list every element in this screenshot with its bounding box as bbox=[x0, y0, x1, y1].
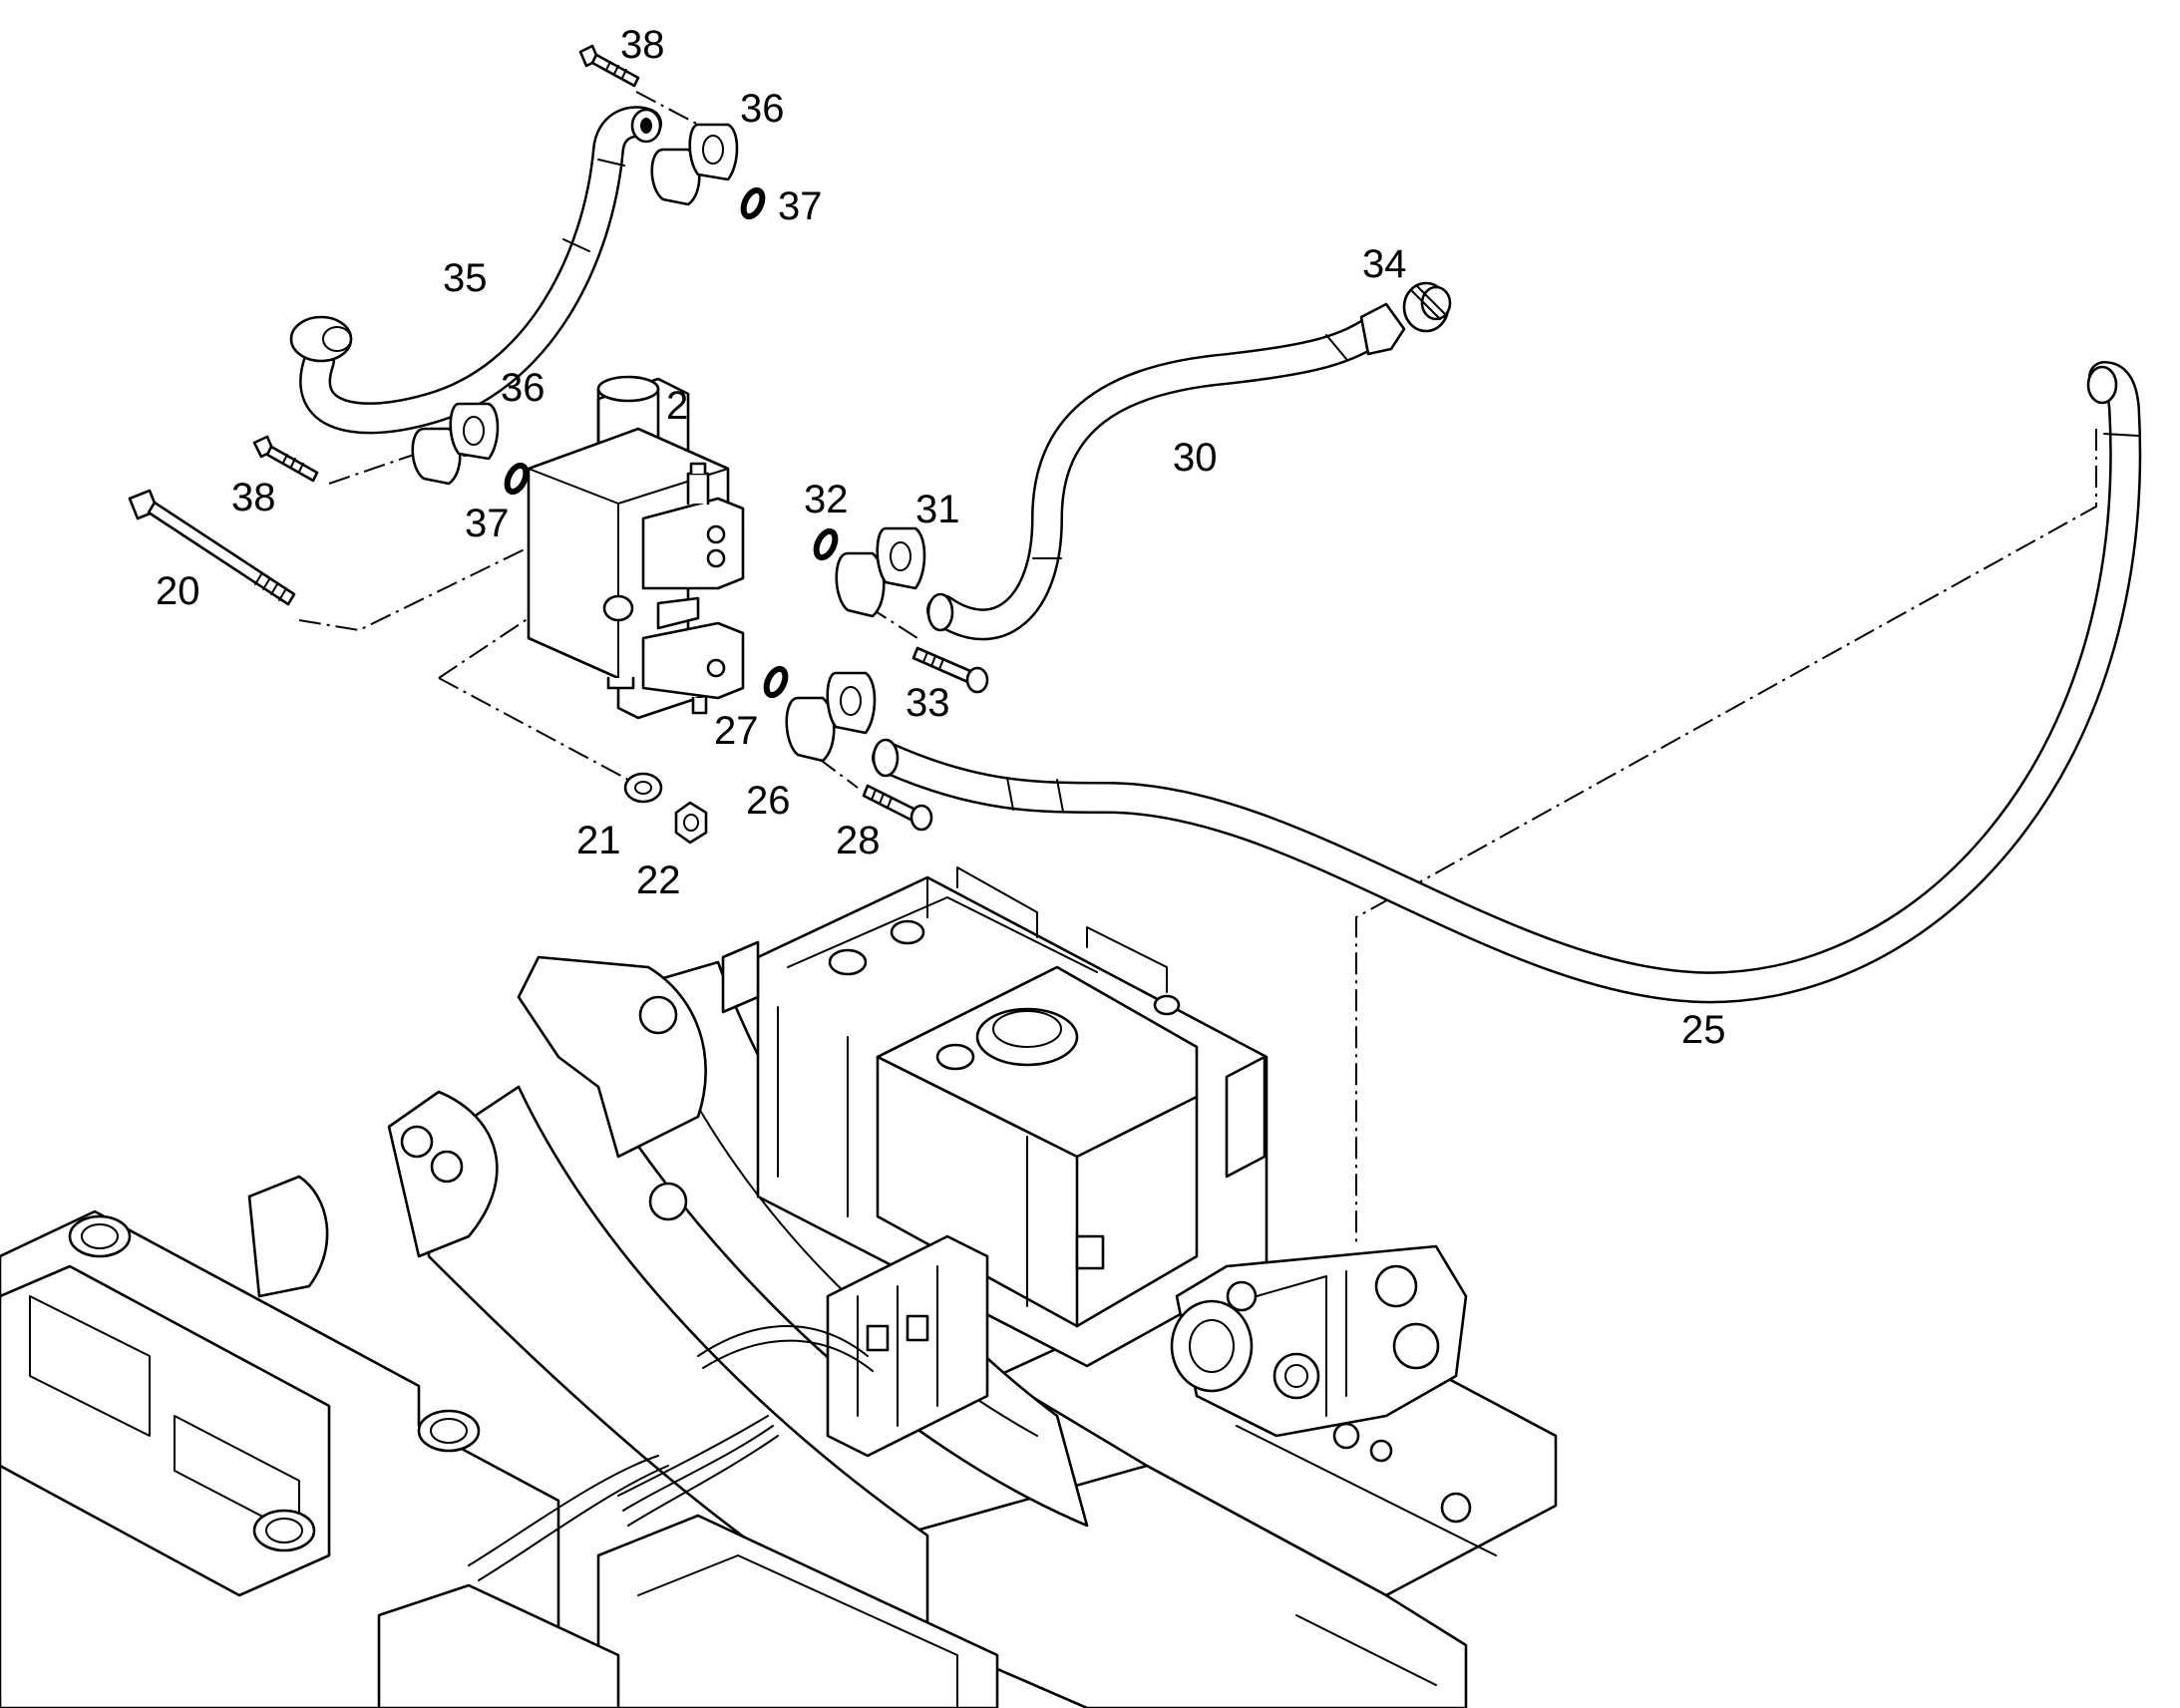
flange-half-36-lower bbox=[411, 402, 500, 486]
callout-38-upper: 38 bbox=[620, 23, 665, 67]
callout-36-upper: 36 bbox=[740, 87, 785, 131]
hose-25 bbox=[872, 361, 2142, 1004]
bolt-38-upper bbox=[578, 44, 640, 88]
hydraulic-tank bbox=[721, 866, 1269, 1368]
fitting-34 bbox=[1402, 281, 1452, 333]
callout-27: 27 bbox=[714, 709, 759, 753]
callout-33: 33 bbox=[906, 681, 950, 725]
callout-20: 20 bbox=[156, 569, 200, 613]
nut-22 bbox=[674, 801, 708, 845]
flange-half-31 bbox=[835, 526, 926, 618]
callout-34: 34 bbox=[1362, 242, 1407, 286]
leader-lines bbox=[298, 91, 2097, 1246]
callout-31: 31 bbox=[915, 488, 960, 531]
callout-36-lower: 36 bbox=[501, 366, 545, 410]
hose-30 bbox=[926, 302, 1406, 641]
o-ring-27 bbox=[763, 665, 789, 699]
callout-38-lower: 38 bbox=[231, 476, 276, 519]
callout-25: 25 bbox=[1681, 1008, 1726, 1052]
bolt-20 bbox=[128, 489, 296, 606]
callout-37-upper: 37 bbox=[778, 184, 823, 228]
callout-30: 30 bbox=[1173, 436, 1218, 480]
flange-half-36-upper bbox=[650, 123, 739, 206]
callout-35: 35 bbox=[443, 256, 488, 300]
hydraulic-pump-assembly bbox=[1170, 1244, 1468, 1463]
washer-21 bbox=[623, 772, 663, 804]
o-ring-37-upper bbox=[740, 186, 766, 220]
callout-37-lower: 37 bbox=[465, 502, 510, 545]
bolt-28 bbox=[862, 784, 933, 832]
callout-26: 26 bbox=[746, 779, 791, 823]
callout-28: 28 bbox=[836, 819, 881, 862]
callout-21: 21 bbox=[576, 819, 621, 862]
part-callouts: 2 20 21 22 25 26 27 28 30 31 32 33 34 35… bbox=[156, 23, 1726, 1052]
bolt-33 bbox=[911, 646, 989, 694]
callout-32: 32 bbox=[804, 478, 849, 521]
callout-2: 2 bbox=[666, 384, 688, 428]
o-ring-32 bbox=[813, 527, 839, 561]
valve-block-2 bbox=[527, 375, 745, 720]
o-ring-37-lower bbox=[504, 462, 530, 496]
bolt-38-lower bbox=[252, 435, 319, 483]
control-valve-bank bbox=[468, 1234, 989, 1581]
callout-22: 22 bbox=[636, 858, 681, 902]
flange-half-26 bbox=[785, 671, 877, 763]
hose-35 bbox=[289, 106, 662, 435]
